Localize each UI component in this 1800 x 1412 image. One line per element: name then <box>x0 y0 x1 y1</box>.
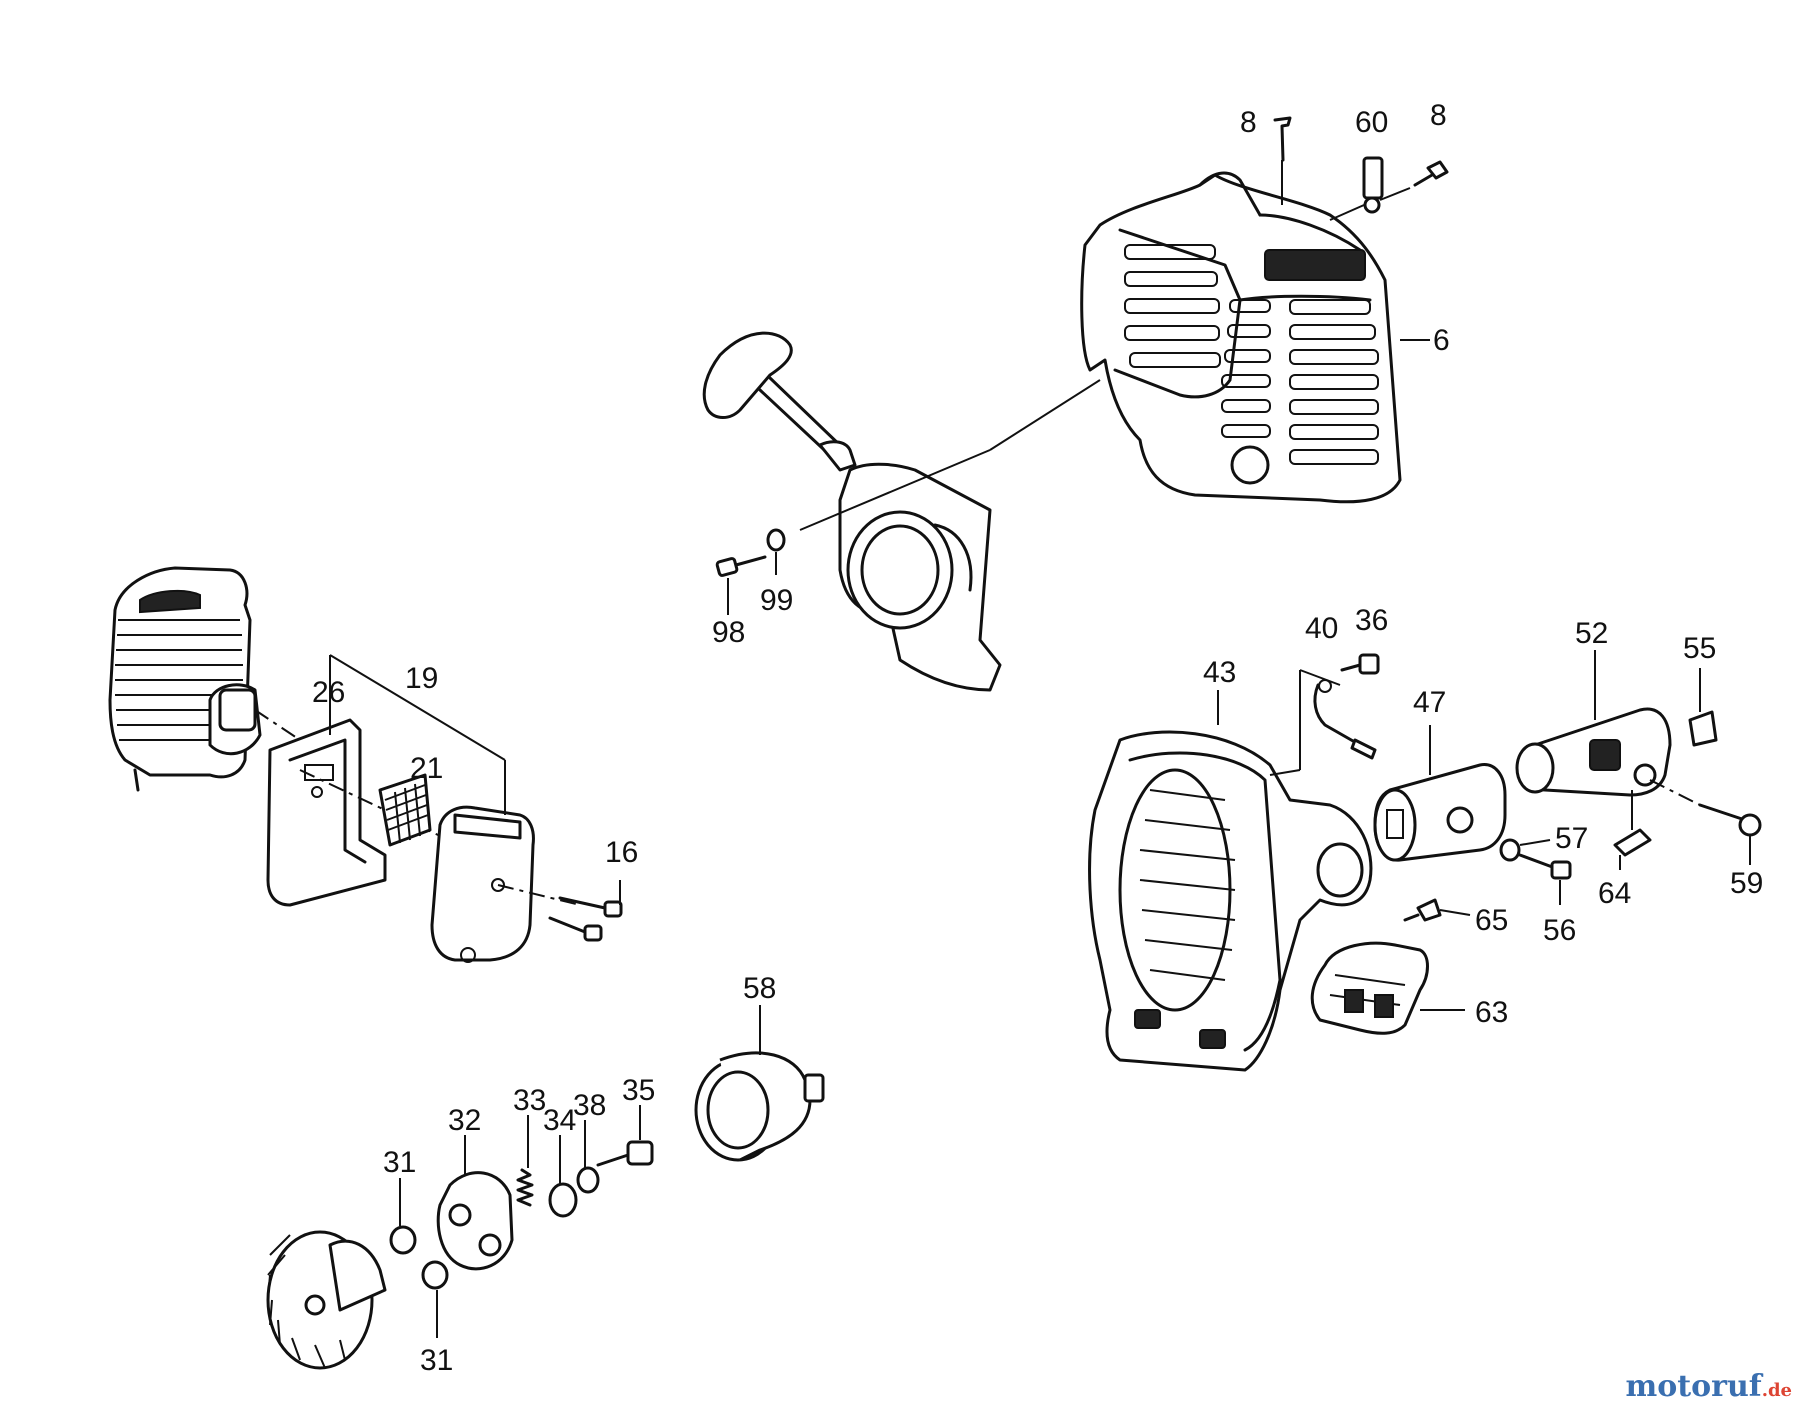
cover-vent-slots <box>1124 244 1379 465</box>
clutch-washer-38 <box>576 1166 600 1194</box>
cover-clip <box>1362 156 1384 214</box>
label-56: 56 <box>1543 914 1576 947</box>
clutch-washer-31-top <box>389 1225 417 1255</box>
label-43: 43 <box>1203 656 1236 689</box>
clutch-drum-part <box>694 1051 825 1162</box>
clutch-spring-33 <box>516 1168 534 1207</box>
engine-cover-part <box>1080 171 1402 504</box>
label-33: 33 <box>513 1084 546 1117</box>
clamp-screw-56 <box>1518 853 1572 880</box>
watermark-tld: .de <box>1761 1380 1792 1401</box>
tapping-screw-65 <box>1403 898 1442 922</box>
label-26: 26 <box>312 676 345 709</box>
clutch-washer-31-bottom <box>421 1260 449 1290</box>
label-99: 99 <box>760 584 793 617</box>
lock-plate <box>1613 790 1652 857</box>
label-60: 60 <box>1355 106 1388 139</box>
label-47: 47 <box>1413 686 1446 719</box>
watermark-name: motoruf <box>1625 1369 1762 1404</box>
label-8-side: 8 <box>1430 99 1447 132</box>
label-35: 35 <box>622 1074 655 1107</box>
square-nut <box>1688 710 1718 747</box>
label-31-bottom: 31 <box>420 1344 453 1377</box>
label-19: 19 <box>405 662 438 695</box>
label-63: 63 <box>1475 996 1508 1029</box>
clutch-bolt-35 <box>596 1140 654 1167</box>
label-6: 6 <box>1433 324 1450 357</box>
cover-screw-side <box>1413 160 1449 187</box>
label-34: 34 <box>543 1104 576 1137</box>
clutch-washer-34 <box>548 1182 578 1218</box>
label-52: 52 <box>1575 617 1608 650</box>
clamp-tube-part <box>1373 763 1507 862</box>
label-59: 59 <box>1730 867 1763 900</box>
washer-57 <box>1499 838 1521 862</box>
part-number-labels: 8 60 8 6 98 99 19 26 21 16 40 36 43 47 5… <box>312 99 1763 1377</box>
label-8-top: 8 <box>1240 106 1257 139</box>
label-58: 58 <box>743 972 776 1005</box>
ground-wire-part <box>1313 679 1377 760</box>
muffler-bolts <box>497 884 623 942</box>
starter-washer <box>766 528 786 552</box>
label-32: 32 <box>448 1104 481 1137</box>
label-21: 21 <box>410 752 443 785</box>
flywheel-part <box>266 1230 387 1370</box>
spark-arrester-screen <box>378 773 432 847</box>
cylinder-part <box>108 566 262 792</box>
label-64: 64 <box>1598 877 1631 910</box>
label-16: 16 <box>605 836 638 869</box>
label-98: 98 <box>712 616 745 649</box>
fan-housing-part <box>1088 730 1373 1072</box>
muffler-part <box>430 805 535 963</box>
clutch-shoes-32 <box>436 1171 514 1271</box>
starter-bolt <box>715 555 767 577</box>
label-38: 38 <box>573 1089 606 1122</box>
ground-screw <box>1340 653 1380 675</box>
label-55: 55 <box>1683 632 1716 665</box>
label-57: 57 <box>1555 822 1588 855</box>
label-40: 40 <box>1305 612 1338 645</box>
label-65: 65 <box>1475 904 1508 937</box>
recoil-starter-part <box>702 331 1002 692</box>
mount-bracket-part <box>1310 941 1429 1035</box>
coupling-sleeve-part <box>1515 707 1672 797</box>
label-36: 36 <box>1355 604 1388 637</box>
watermark-logo: motoruf.de <box>1626 1369 1792 1404</box>
label-31-top: 31 <box>383 1146 416 1179</box>
clamp-bolt <box>1649 779 1762 837</box>
cover-screw-top <box>1273 116 1292 162</box>
heat-shield-part <box>266 718 387 907</box>
